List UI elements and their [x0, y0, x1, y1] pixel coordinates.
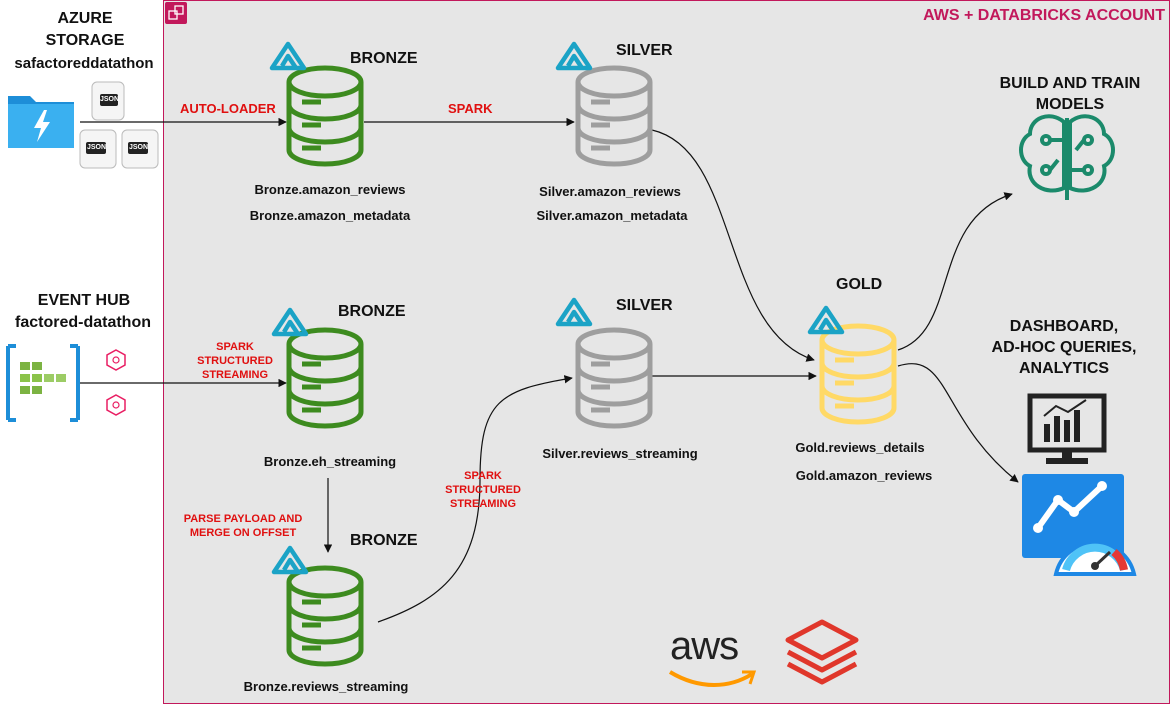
gold-database-icon — [822, 326, 894, 422]
table-label: Bronze.reviews_streaming — [243, 679, 409, 694]
databricks-logo — [785, 619, 859, 685]
aws-smile-icon — [668, 670, 754, 687]
bronze3-database-icon — [289, 568, 361, 664]
json-file-icon — [79, 129, 117, 169]
silver1-title: SILVER — [616, 42, 673, 59]
account-title: AWS + DATABRICKS ACCOUNT — [923, 7, 1165, 24]
edge-gold-to-bi — [897, 363, 1019, 483]
bronze2-delta-icon — [274, 310, 306, 334]
bronze1-title: BRONZE — [350, 50, 418, 67]
ml-brain-icon — [1019, 114, 1115, 200]
edge-silver-to-gold — [651, 129, 815, 362]
azure-storage-title-line1: AZURE — [57, 10, 113, 27]
azure-storage-name: safactoreddatathon — [14, 55, 154, 72]
table-label: Silver.amazon_reviews — [539, 184, 681, 199]
table-label: Bronze.amazon_metadata — [249, 208, 411, 223]
edge-gold-to-ml — [897, 192, 1013, 351]
bronze3-delta-icon — [274, 548, 306, 572]
silver1-database-icon — [578, 68, 650, 164]
bi-output-title: DASHBOARD,AD-HOC QUERIES,ANALYTICS — [991, 318, 1137, 377]
bronze1-database-icon — [289, 68, 361, 164]
account-group-icon — [165, 2, 187, 24]
azure-storage-folder-icon — [8, 96, 74, 148]
bronze2-database-icon — [289, 330, 361, 426]
bronze2-title: BRONZE — [338, 303, 406, 320]
edge-label-auto-loader: AUTO-LOADER — [180, 101, 276, 116]
dashboard-icon — [1022, 474, 1137, 576]
event-icon — [106, 394, 126, 416]
silver2-database-icon — [578, 330, 650, 426]
event-icon — [106, 349, 126, 371]
json-file-icon — [91, 81, 125, 121]
table-label: Bronze.eh_streaming — [263, 454, 397, 469]
silver2-delta-icon — [558, 300, 590, 324]
edge-label-spark: SPARK — [448, 101, 493, 116]
aws-arrow-icon — [742, 670, 757, 685]
json-file-label: JSON — [87, 144, 107, 151]
json-file-label: JSON — [129, 144, 149, 151]
event-hub-title: EVENT HUB — [37, 292, 131, 309]
json-file-icon — [121, 129, 159, 169]
bronze1-delta-icon — [272, 44, 304, 68]
silver1-delta-icon — [558, 44, 590, 68]
silver2-title: SILVER — [616, 297, 673, 314]
monitor-chart-icon — [1027, 393, 1107, 464]
table-label: Bronze.amazon_reviews — [254, 182, 406, 197]
aws-logo-text: aws — [670, 624, 739, 668]
event-hub-name: factored-datathon — [15, 314, 151, 331]
table-label: Silver.reviews_streaming — [542, 446, 698, 461]
event-hub-icon — [6, 344, 80, 422]
gold-delta-icon — [810, 308, 842, 332]
edge-bronze3-to-silver2 — [377, 375, 573, 623]
azure-storage-title-line2: STORAGE — [45, 32, 125, 49]
table-label: Gold.reviews_details — [795, 440, 925, 455]
json-file-label: JSON — [100, 96, 120, 103]
table-label: Silver.amazon_metadata — [536, 208, 688, 223]
table-label: Gold.amazon_reviews — [795, 468, 933, 483]
gold-title: GOLD — [836, 276, 883, 293]
bronze3-title: BRONZE — [350, 532, 418, 549]
